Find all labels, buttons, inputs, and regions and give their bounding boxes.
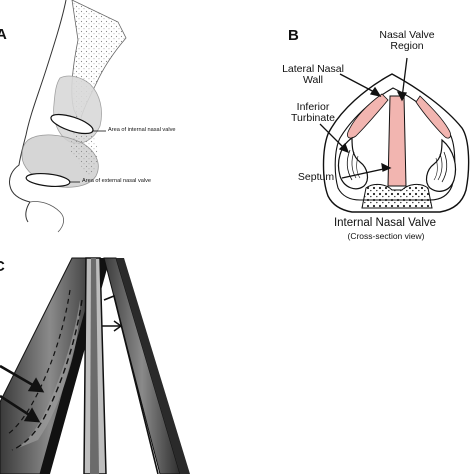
- label-internal-nasal-valve: Area of internal nasal valve: [108, 127, 176, 133]
- label-cross-section-view: (Cross-section view): [347, 231, 425, 241]
- arrow-inferior-turbinate: [319, 123, 347, 151]
- panel-b-letter: B: [288, 27, 299, 44]
- label-external-nasal-valve: Area of external nasal valve: [82, 178, 152, 184]
- label-lateral-nasal-wall-line2: Wall: [302, 74, 324, 86]
- arrow-lateral-nasal-wall: [339, 73, 379, 95]
- left-valve-dashed-outline: [11, 299, 83, 451]
- nose-profile-outline: [9, 0, 67, 223]
- panel-b-arrows: [319, 57, 408, 179]
- external-valve-marker: [25, 173, 71, 187]
- label-nasal-valve-region: Nasal Valve Region: [362, 30, 452, 52]
- panel-c-arrows: [0, 364, 45, 423]
- right-valve-line: [103, 294, 159, 474]
- label-inferior-turbinate-line2: Turbinate: [291, 112, 335, 124]
- panel-b-drawing: [319, 57, 470, 213]
- label-septum: Septum: [297, 171, 335, 183]
- arrow-nasal-valve-region: [401, 57, 408, 99]
- nasal-floor-bone: [361, 183, 433, 209]
- label-lateral-nasal-wall-line1: Lateral Nasal: [282, 63, 344, 75]
- label-lateral-nasal-wall: Lateral Nasal Wall: [274, 64, 352, 86]
- label-internal-nasal-valve-caption: Internal Nasal Valve: [333, 217, 437, 229]
- panel-c-letter: C: [0, 258, 5, 275]
- left-valve-dashed-outline-2: [7, 289, 71, 435]
- right-wall-outer: [116, 258, 190, 474]
- panel-a-letter: A: [0, 26, 7, 43]
- label-nasal-valve-region-line1: Nasal Valve: [379, 29, 435, 41]
- septum-shape: [387, 95, 407, 187]
- arrow-c-upper: [0, 364, 39, 390]
- left-valve-region: [347, 93, 389, 139]
- right-turbinate: [425, 138, 457, 192]
- right-valve-region: [415, 95, 451, 139]
- left-valve-shaded-area: [18, 300, 80, 448]
- septum-core: [90, 258, 99, 474]
- label-inferior-turbinate-line1: Inferior: [296, 101, 330, 113]
- panel-a-drawing: [9, 0, 127, 233]
- right-valve-line-inner: [105, 302, 151, 474]
- label-nasal-valve-region-line2: Region: [390, 40, 424, 52]
- right-wall-band: [103, 257, 181, 474]
- panel-c-right-arrow: [102, 320, 123, 332]
- arrow-septum: [341, 167, 389, 179]
- panel-c-drawing: [0, 257, 190, 474]
- label-inferior-turbinate: Inferior Turbinate: [278, 102, 348, 124]
- upper-lip-outline: [29, 201, 64, 233]
